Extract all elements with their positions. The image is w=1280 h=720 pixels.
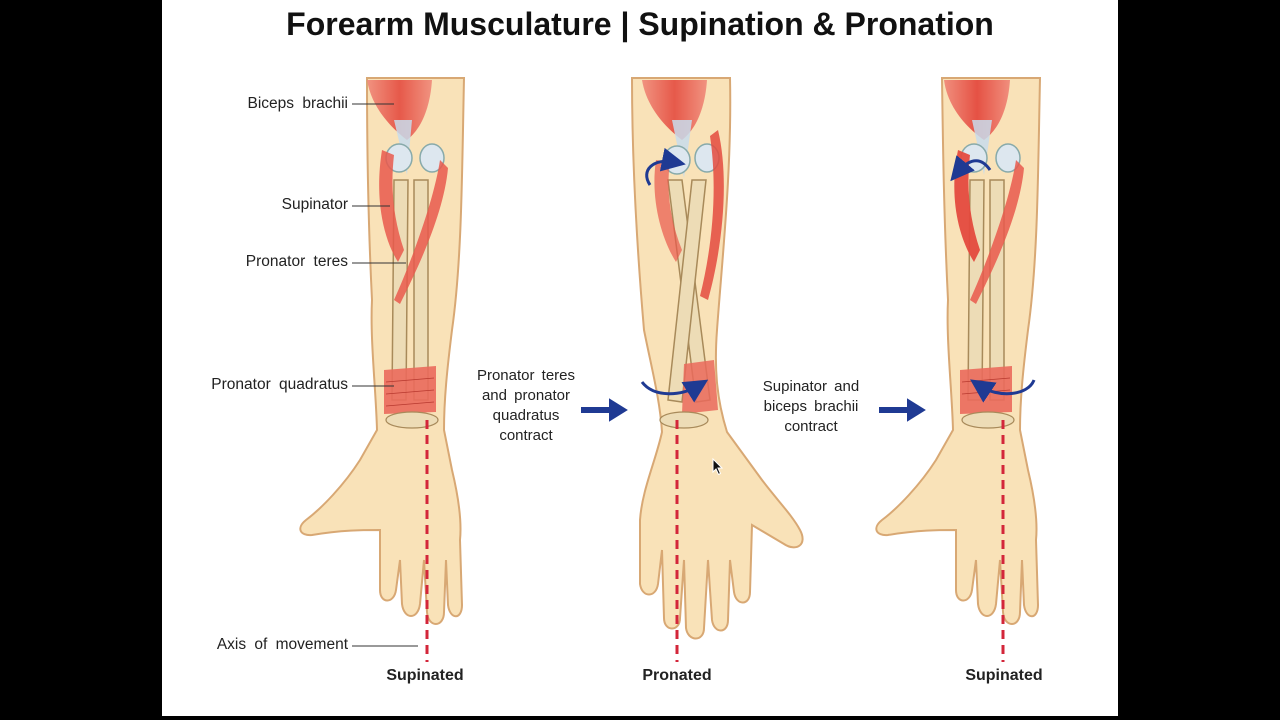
right-rotation-arrow-upper xyxy=(950,155,992,182)
arm-supinated-left xyxy=(299,77,466,662)
middle-rotation-arrow-upper xyxy=(645,147,686,186)
left-pronator-teres-muscle xyxy=(394,160,448,304)
transition-arrow-to-supinated xyxy=(879,398,926,422)
left-wrist-bones xyxy=(385,411,439,429)
label-pronator-teres: Pronator teres xyxy=(245,253,348,270)
position-label-left: Supinated xyxy=(386,667,464,684)
forearm-illustration xyxy=(299,77,1042,662)
caption-pronation-line-3: quadratus xyxy=(492,407,560,424)
label-biceps-brachii: Biceps brachii xyxy=(247,95,349,112)
position-label-middle: Pronated xyxy=(642,667,712,684)
right-biceps-muscle xyxy=(944,80,1010,140)
caption-pronation: Pronator teres and pronator quadratus co… xyxy=(460,366,592,446)
label-supinator: Supinator xyxy=(281,196,348,213)
label-leader-lines xyxy=(352,103,418,647)
middle-pronator-teres-muscle xyxy=(700,130,724,300)
right-humerus-condyle-2 xyxy=(995,143,1021,173)
caption-pronation-line-4: contract xyxy=(499,427,553,444)
caption-supination-line-2: biceps brachii xyxy=(763,398,859,415)
left-supinator-muscle xyxy=(379,150,404,262)
middle-wrist-bones xyxy=(659,411,709,429)
caption-supination-line-3: contract xyxy=(784,418,838,435)
position-label-right: Supinated xyxy=(965,667,1043,684)
caption-pronation-line-2: and pronator xyxy=(481,387,571,404)
middle-pronator-quadratus-muscle xyxy=(682,360,718,414)
right-wrist-bones xyxy=(961,411,1015,429)
mouse-cursor-icon xyxy=(712,458,724,476)
left-humerus-condyle-2 xyxy=(419,143,445,173)
left-pronator-quadratus-muscle xyxy=(384,366,436,414)
left-biceps-muscle xyxy=(367,80,432,140)
right-pronator-teres-muscle xyxy=(970,160,1024,304)
arm-supinated-right xyxy=(875,77,1042,662)
middle-supinator-muscle xyxy=(654,160,682,262)
arm-pronated-middle xyxy=(630,77,804,662)
slide-title: Forearm Musculature | Supination & Prona… xyxy=(286,6,994,42)
right-rotation-arrow-lower xyxy=(970,379,1036,403)
transition-arrow-to-pronated xyxy=(581,398,628,422)
middle-rotation-arrow-lower xyxy=(640,379,709,403)
caption-pronation-line-1: Pronator teres xyxy=(476,367,576,384)
label-pronator-quadratus: Pronator quadratus xyxy=(211,376,348,393)
caption-supination: Supinator and biceps brachii contract xyxy=(748,377,874,437)
label-axis-of-movement: Axis of movement xyxy=(216,636,348,653)
caption-supination-line-1: Supinator and xyxy=(762,378,860,395)
slide: Forearm Musculature | Supination & Prona… xyxy=(162,0,1118,716)
